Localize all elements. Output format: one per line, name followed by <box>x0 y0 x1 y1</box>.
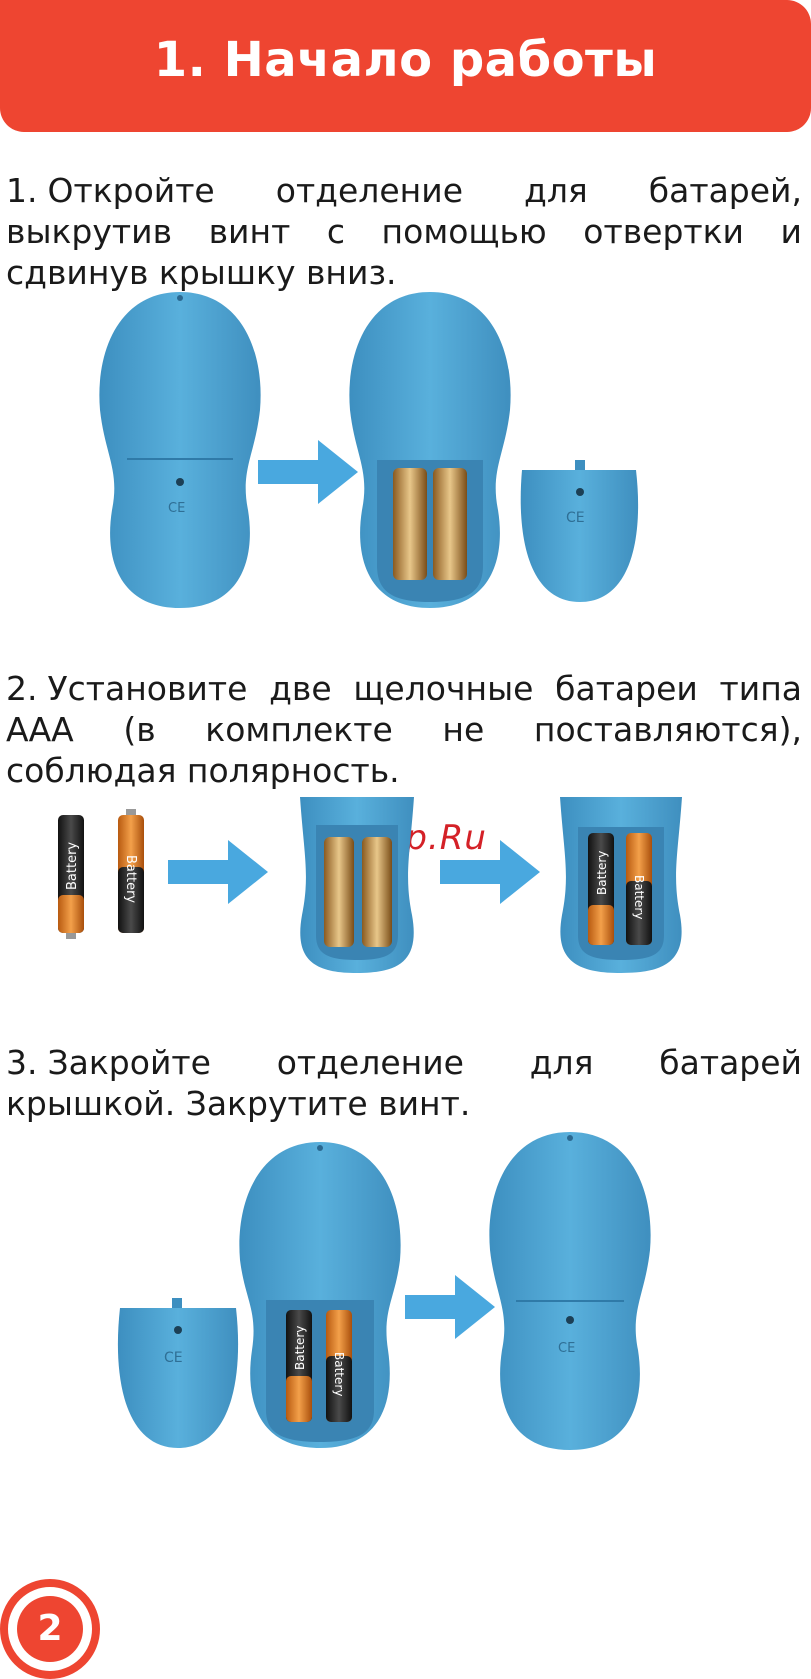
section-header: 1. Начало работы <box>0 0 811 132</box>
battery-label: Battery <box>595 851 609 895</box>
page-number: 2 <box>17 1596 83 1662</box>
step-3-illustration: CE Battery Battery CE <box>117 1132 651 1450</box>
screw-icon <box>176 478 184 486</box>
step-1-illustration: CE CE <box>99 292 639 608</box>
screw-icon <box>566 1316 574 1324</box>
arrow-right-icon <box>258 440 358 504</box>
step-3-number: 3. <box>6 1043 38 1082</box>
step-2-number: 2. <box>6 669 38 708</box>
battery-label: Battery <box>293 1326 307 1370</box>
battery-gold <box>433 468 467 580</box>
step-2-instruction: 2.Установите две щелочные батареи типа А… <box>6 668 802 791</box>
screw-icon <box>576 488 584 496</box>
arrow-right-icon <box>440 840 540 904</box>
ce-mark: CE <box>168 501 185 516</box>
compartment-installed: Battery Battery <box>560 797 682 973</box>
step-3-text: Закройте отделение для батарей крышкой. … <box>6 1043 802 1123</box>
screw-icon <box>174 1326 182 1334</box>
step-1-number: 1. <box>6 171 38 210</box>
battery-cover: CE <box>117 1298 239 1448</box>
step-3-instruction: 3.Закройте отделение для батарей крышкой… <box>6 1042 802 1124</box>
battery-black: Battery <box>58 815 84 939</box>
remote-open <box>349 292 511 608</box>
arrow-right-icon <box>168 840 268 904</box>
step-1-instruction: 1.Откройте отделение для батарей, выкрут… <box>6 170 802 293</box>
ce-mark: CE <box>558 1341 575 1356</box>
battery-label: Battery <box>123 855 138 903</box>
remote-closed: CE <box>99 292 261 608</box>
step-2-text: Установите две щелочные батареи типа ААА… <box>6 669 802 790</box>
section-title: 1. Начало работы <box>153 32 658 88</box>
battery-cover: CE <box>520 460 639 602</box>
ce-mark: CE <box>164 1350 183 1366</box>
battery-label: Battery <box>65 842 80 890</box>
ce-mark: CE <box>566 510 585 526</box>
battery-label: Battery <box>632 875 646 919</box>
arrow-right-icon <box>405 1275 495 1339</box>
remote-closed: CE <box>489 1132 651 1450</box>
step-1-text: Откройте отделение для батарей, выкрутив… <box>6 171 802 292</box>
remote-open-installed: Battery Battery <box>239 1142 401 1448</box>
battery-label: Battery <box>332 1352 346 1396</box>
battery-orange: Battery <box>118 809 144 933</box>
compartment-empty <box>300 797 414 973</box>
page-number-badge: 2 <box>0 1579 100 1679</box>
battery-gold <box>393 468 427 580</box>
step-2-illustration: Battery Battery Battery Battery <box>58 797 682 973</box>
